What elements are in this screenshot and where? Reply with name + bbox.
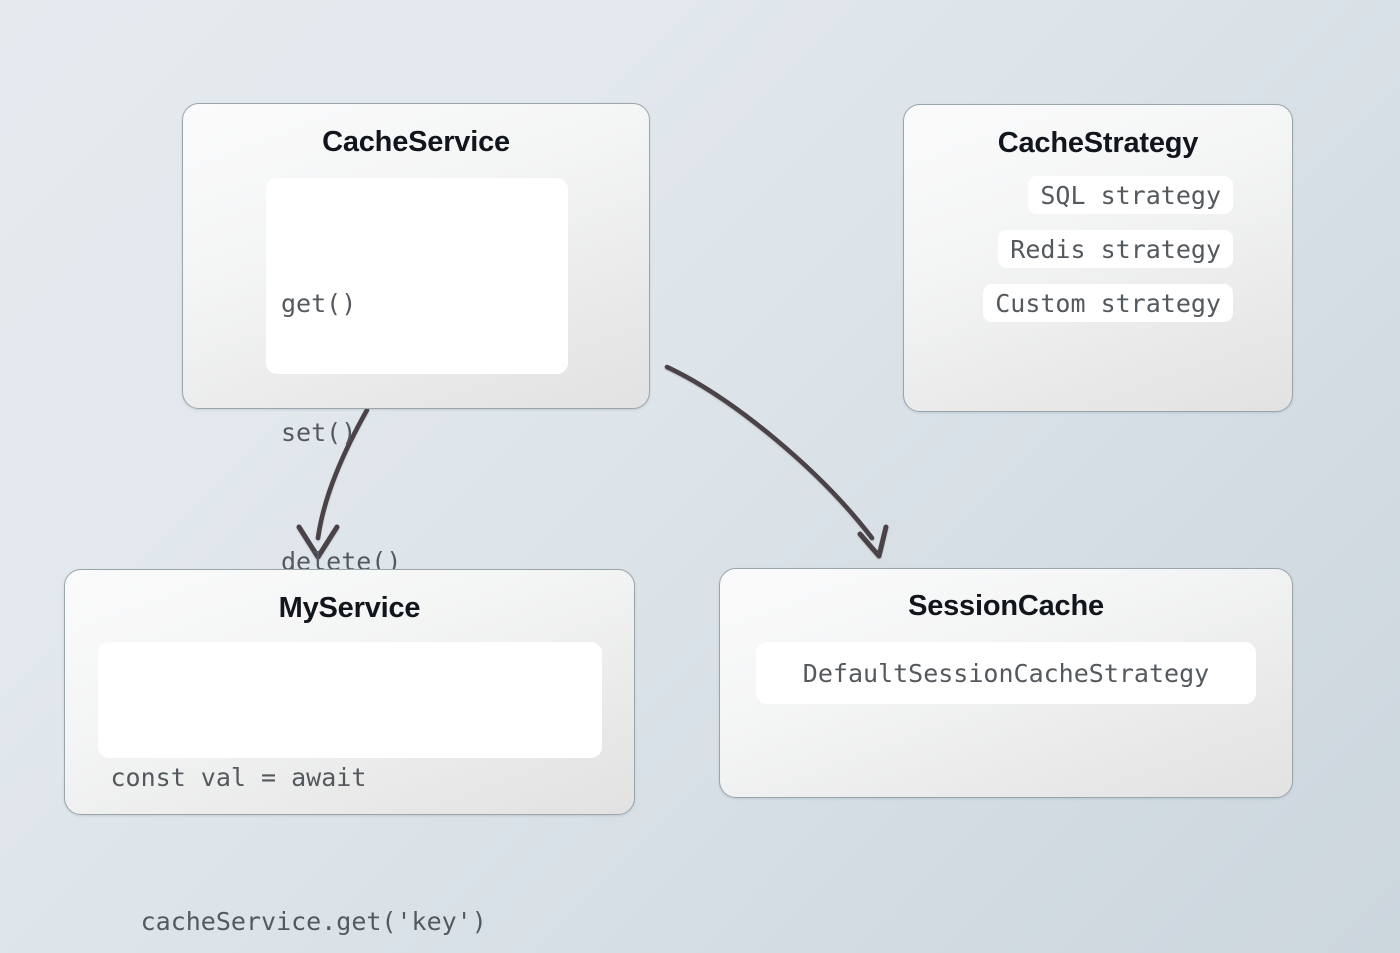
node-cache-strategy-title: CacheStrategy: [997, 127, 1199, 159]
strategy-chip: SQL strategy: [1028, 176, 1233, 214]
method-item: get(): [281, 289, 357, 318]
node-cache-service-title: CacheService: [322, 126, 510, 158]
connector-cacheservice-sessioncache: [664, 364, 889, 559]
cache-service-methods-panel: get() set() delete() invalidateTags(): [266, 178, 568, 705]
node-session-cache-title: SessionCache: [908, 590, 1104, 622]
method-item: set(): [281, 418, 357, 447]
node-cache-strategy[interactable]: CacheStrategy SQL strategy Redis strateg…: [903, 104, 1293, 412]
cache-strategy-chip-list: SQL strategy Redis strategy Custom strat…: [904, 176, 1292, 322]
strategy-chip: Redis strategy: [998, 230, 1233, 268]
node-my-service-title: MyService: [278, 592, 421, 624]
strategy-chip: Custom strategy: [983, 284, 1233, 322]
code-line: const val = await: [110, 763, 367, 792]
node-my-service[interactable]: MyService const val = await cacheService…: [64, 569, 635, 936]
session-cache-strategy-chip: DefaultSessionCacheStrategy: [756, 642, 1256, 704]
my-service-code-panel: const val = await cacheService.get('key'…: [97, 642, 602, 936]
node-session-cache[interactable]: SessionCache DefaultSessionCacheStrategy: [719, 568, 1293, 798]
node-cache-service[interactable]: CacheService get() set() delete() invali…: [182, 103, 650, 705]
code-line: cacheService.get('key'): [110, 907, 487, 936]
